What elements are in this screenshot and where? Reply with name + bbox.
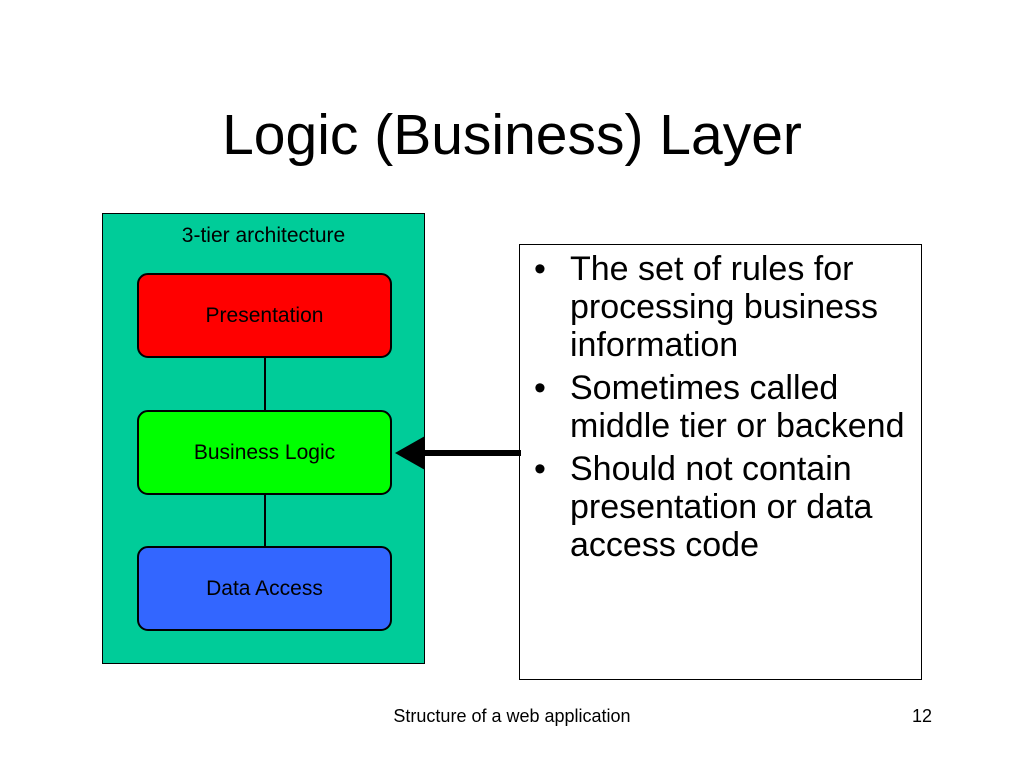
connector-line: [264, 495, 266, 546]
bullet-text: Should not contain presentation or data …: [570, 450, 873, 564]
bullet-text: Sometimes called middle tier or backend: [570, 369, 905, 445]
list-item: •Should not contain presentation or data…: [534, 450, 873, 564]
list-item: •The set of rules for processing busines…: [534, 250, 879, 364]
architecture-label: 3-tier architecture: [181, 224, 346, 247]
footer-text: Structure of a web application: [393, 706, 631, 726]
tier-presentation: Presentation: [137, 273, 392, 358]
list-item: •Sometimes called middle tier or backend: [534, 369, 905, 445]
connector-line: [264, 358, 266, 410]
slide-title: Logic (Business) Layer: [222, 103, 802, 167]
page-number: 12: [912, 706, 933, 726]
tier-business-logic: Business Logic: [137, 410, 392, 495]
bullet-text: The set of rules for processing business…: [570, 250, 879, 364]
pointer-arrow: [395, 436, 521, 470]
bullet-list: •The set of rules for processing busines…: [534, 250, 911, 564]
architecture-container: 3-tier architecture Presentation Busines…: [102, 213, 425, 664]
tier-data-access: Data Access: [137, 546, 392, 631]
notes-box: •The set of rules for processing busines…: [519, 244, 922, 680]
